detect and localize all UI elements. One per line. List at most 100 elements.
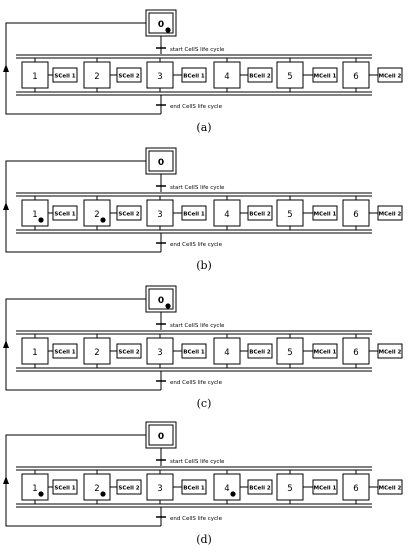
initial-step-label: 0 [158, 296, 164, 306]
step-box [276, 473, 304, 501]
action-label: SCell 1 [54, 486, 75, 492]
token-dot [38, 491, 44, 497]
token-dot [230, 491, 236, 497]
action-label: BCell 2 [249, 350, 271, 356]
initial-step-label: 0 [158, 432, 164, 442]
step-box [342, 337, 370, 365]
action-box [116, 67, 142, 83]
action-box [181, 479, 207, 495]
token-dot [165, 303, 171, 309]
action-box [312, 343, 338, 359]
panel-caption: (a) [196, 121, 211, 134]
action-box [312, 67, 338, 83]
step-label: 4 [224, 484, 229, 494]
action-label: MCell 1 [314, 212, 337, 218]
step-label: 3 [157, 210, 162, 220]
action-label: MCell 2 [379, 74, 402, 80]
action-box [181, 205, 207, 221]
action-box [247, 205, 273, 221]
action-box [52, 479, 78, 495]
panel-caption: (b) [196, 259, 212, 272]
action-box [377, 67, 403, 83]
initial-step-inner [148, 424, 174, 446]
step-box [276, 199, 304, 227]
step-label: 5 [287, 484, 292, 494]
action-box [116, 479, 142, 495]
action-box [52, 205, 78, 221]
arrow-up-icon [3, 202, 9, 210]
action-box [247, 343, 273, 359]
panel-caption: (d) [196, 533, 212, 546]
action-label: SCell 2 [118, 212, 139, 218]
end-transition-label: end CellS life cycle [170, 380, 223, 386]
action-box [247, 67, 273, 83]
action-label: MCell 2 [379, 350, 402, 356]
action-box [312, 479, 338, 495]
action-label: BCell 2 [249, 212, 271, 218]
start-transition-label: start CellS life cycle [170, 47, 225, 53]
step-label: 2 [94, 348, 99, 358]
action-label: BCell 1 [183, 212, 205, 218]
action-box [377, 343, 403, 359]
action-box [52, 67, 78, 83]
action-box [181, 67, 207, 83]
arrow-up-icon [3, 64, 9, 72]
step-label: 5 [287, 72, 292, 82]
step-box [83, 473, 111, 501]
panel-caption: (c) [197, 397, 212, 410]
action-box [247, 479, 273, 495]
step-label: 1 [32, 484, 37, 494]
arrow-up-icon [3, 340, 9, 348]
action-box [377, 479, 403, 495]
step-label: 3 [157, 484, 162, 494]
step-label: 2 [94, 210, 99, 220]
action-label: SCell 1 [54, 74, 75, 80]
action-box [52, 343, 78, 359]
action-label: SCell 2 [118, 350, 139, 356]
step-box [21, 473, 49, 501]
initial-step-label: 0 [158, 20, 164, 30]
action-label: MCell 1 [314, 74, 337, 80]
step-label: 6 [353, 210, 358, 220]
action-box [116, 205, 142, 221]
step-label: 1 [32, 210, 37, 220]
arrow-up-icon [3, 476, 9, 484]
token-dot [38, 217, 44, 223]
action-label: SCell 2 [118, 74, 139, 80]
step-label: 3 [157, 72, 162, 82]
action-label: BCell 2 [249, 486, 271, 492]
end-transition-label: end CellS life cycle [170, 516, 223, 522]
step-box [146, 199, 174, 227]
start-transition-label: start CellS life cycle [170, 323, 225, 329]
start-transition-label: start CellS life cycle [170, 459, 225, 465]
end-transition-label: end CellS life cycle [170, 242, 223, 248]
step-label: 4 [224, 210, 229, 220]
action-label: BCell 1 [183, 74, 205, 80]
action-label: SCell 1 [54, 350, 75, 356]
action-label: BCell 2 [249, 74, 271, 80]
action-label: MCell 2 [379, 212, 402, 218]
action-label: MCell 1 [314, 486, 337, 492]
action-label: SCell 1 [54, 212, 75, 218]
step-box [146, 337, 174, 365]
step-label: 5 [287, 210, 292, 220]
token-dot [100, 491, 106, 497]
step-label: 2 [94, 484, 99, 494]
action-label: BCell 1 [183, 486, 205, 492]
initial-step-label: 0 [158, 158, 164, 168]
step-label: 3 [157, 348, 162, 358]
action-label: MCell 2 [379, 486, 402, 492]
step-label: 1 [32, 72, 37, 82]
start-transition-label: start CellS life cycle [170, 185, 225, 191]
step-label: 6 [353, 348, 358, 358]
step-label: 4 [224, 348, 229, 358]
step-label: 6 [353, 484, 358, 494]
step-box [342, 199, 370, 227]
action-label: MCell 1 [314, 350, 337, 356]
step-label: 6 [353, 72, 358, 82]
end-transition-label: end CellS life cycle [170, 104, 223, 110]
action-box [377, 205, 403, 221]
